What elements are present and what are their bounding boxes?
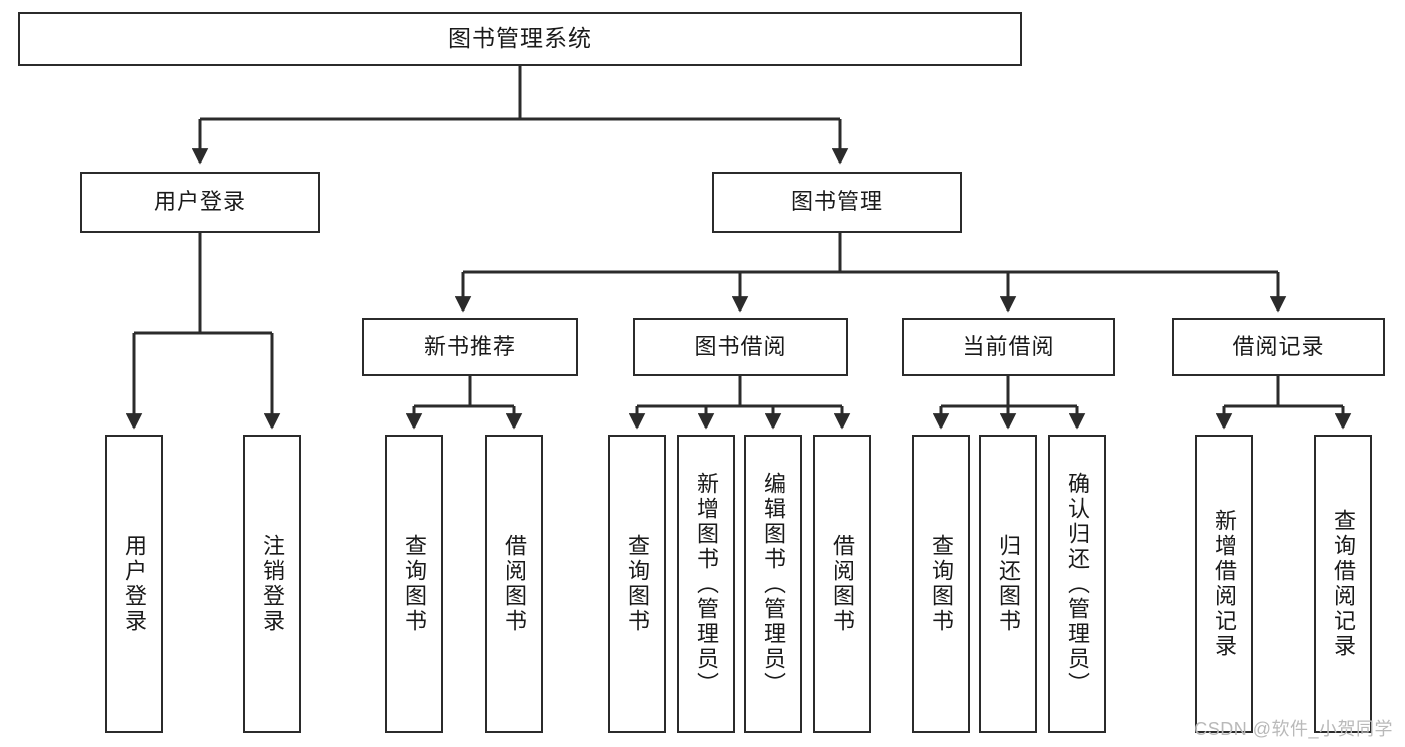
node-root-book-management-system[interactable]: 图书管理系统: [18, 12, 1022, 66]
leaf-book-borrow-add-book-admin[interactable]: 新增图书（管理员）: [677, 435, 735, 733]
leaf-user-login-logout[interactable]: 注销登录: [243, 435, 301, 733]
leaf-new-book-query-books[interactable]: 查询图书: [385, 435, 443, 733]
leaf-label: 编辑图书（管理员）: [760, 471, 786, 697]
leaf-borrow-record-add-record[interactable]: 新增借阅记录: [1195, 435, 1253, 733]
leaf-label: 确认归还（管理员）: [1064, 471, 1090, 697]
node-user-login[interactable]: 用户登录: [80, 172, 320, 233]
leaf-borrow-record-query-record[interactable]: 查询借阅记录: [1314, 435, 1372, 733]
node-label: 图书管理系统: [448, 25, 592, 52]
node-label: 用户登录: [153, 189, 246, 215]
leaf-label: 查询图书: [624, 534, 650, 634]
node-new-book-recommend[interactable]: 新书推荐: [362, 318, 578, 376]
node-book-management[interactable]: 图书管理: [712, 172, 962, 233]
leaf-book-borrow-borrow-books[interactable]: 借阅图书: [813, 435, 871, 733]
leaf-current-borrow-confirm-return-admin[interactable]: 确认归还（管理员）: [1048, 435, 1106, 733]
node-borrow-record[interactable]: 借阅记录: [1172, 318, 1385, 376]
leaf-label: 查询图书: [928, 534, 954, 634]
leaf-current-borrow-return-books[interactable]: 归还图书: [979, 435, 1037, 733]
node-label: 图书借阅: [694, 333, 787, 359]
leaf-label: 借阅图书: [501, 534, 527, 634]
leaf-book-borrow-edit-book-admin[interactable]: 编辑图书（管理员）: [744, 435, 802, 733]
leaf-label: 新增借阅记录: [1211, 509, 1237, 659]
node-label: 图书管理: [790, 189, 883, 215]
node-book-borrow[interactable]: 图书借阅: [633, 318, 848, 376]
leaf-label: 查询借阅记录: [1330, 509, 1356, 659]
node-label: 当前借阅: [962, 333, 1055, 359]
node-current-borrow[interactable]: 当前借阅: [902, 318, 1115, 376]
leaf-label: 注销登录: [259, 534, 285, 634]
node-label: 新书推荐: [423, 333, 516, 359]
leaf-label: 借阅图书: [829, 534, 855, 634]
leaf-label: 归还图书: [995, 534, 1021, 634]
leaf-label: 用户登录: [121, 534, 147, 634]
leaf-new-book-borrow-books[interactable]: 借阅图书: [485, 435, 543, 733]
leaf-current-borrow-query-books[interactable]: 查询图书: [912, 435, 970, 733]
leaf-book-borrow-query-books[interactable]: 查询图书: [608, 435, 666, 733]
node-label: 借阅记录: [1232, 333, 1325, 359]
leaf-label: 新增图书（管理员）: [693, 471, 719, 697]
leaf-user-login-login[interactable]: 用户登录: [105, 435, 163, 733]
leaf-label: 查询图书: [401, 534, 427, 634]
